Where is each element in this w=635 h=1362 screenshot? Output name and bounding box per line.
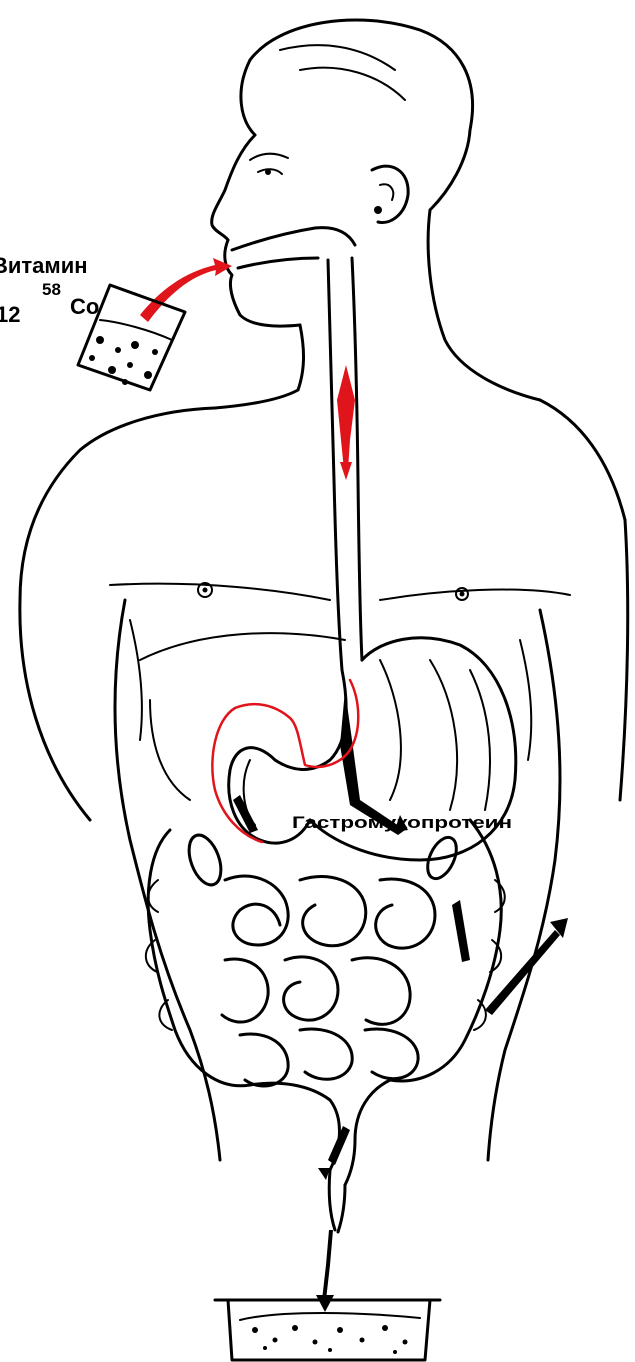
vitamin-tracer-path xyxy=(140,258,358,842)
tracer-arrow-esophagus xyxy=(337,365,355,470)
head-outline xyxy=(212,20,540,408)
isotope-mass-label: 58 xyxy=(42,280,61,299)
rectum xyxy=(316,1170,345,1312)
torso-outline xyxy=(20,400,628,1160)
stool-container-icon xyxy=(215,1300,440,1360)
cobalt-element-label: Co xyxy=(70,294,99,319)
gastromucoprotein-label: Гастромукопротеин xyxy=(292,813,512,832)
b12-subscript-label: 12 xyxy=(0,302,20,327)
large-intestine xyxy=(146,820,505,1185)
vitamin-label: Витамин xyxy=(0,253,88,278)
